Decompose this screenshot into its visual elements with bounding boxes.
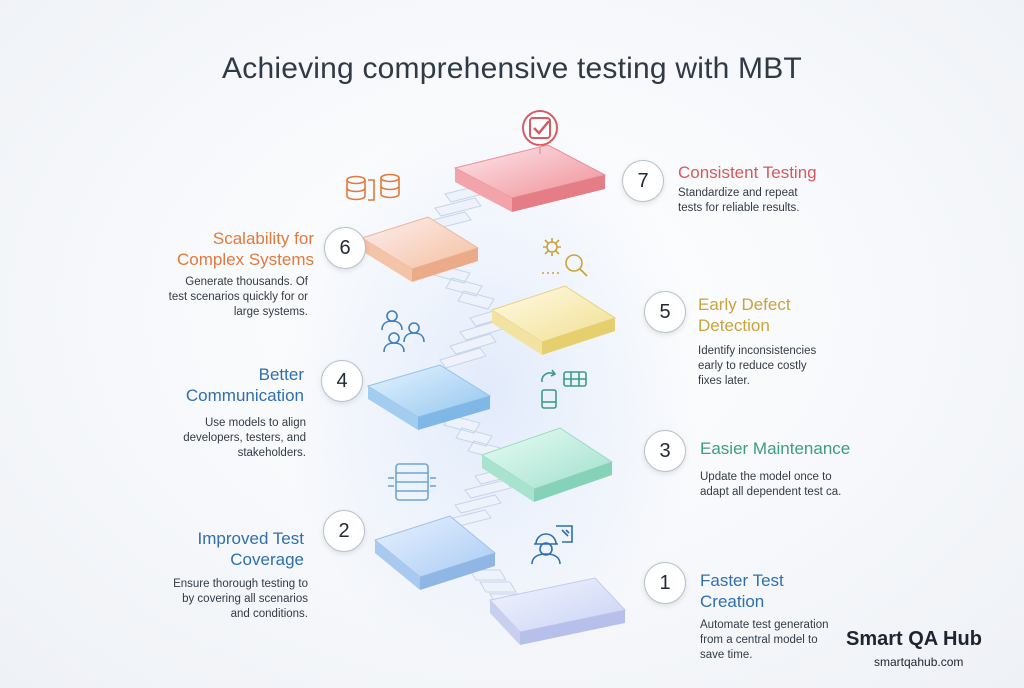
refresh-table-icon	[541, 369, 587, 409]
step-5-heading: Early Defect Detection	[698, 295, 791, 335]
server-list-icon	[388, 463, 436, 501]
engineer-icon	[531, 525, 573, 565]
platform-7	[453, 144, 607, 212]
platform-3	[480, 427, 614, 502]
brand-logo: Smart QA Hub	[846, 628, 982, 650]
platform-5	[490, 285, 617, 355]
step-6-number: 6	[324, 227, 366, 269]
step-2-heading: Improved Test Coverage	[197, 529, 304, 569]
step-1-description: Automate test generation from a central …	[700, 619, 829, 661]
step-6-heading: Scalability for Complex Systems	[177, 229, 314, 269]
platform-2	[373, 515, 497, 590]
database-icon	[346, 173, 400, 201]
step-3-heading: Easier Maintenance	[700, 439, 851, 458]
step-3-number: 3	[644, 430, 686, 472]
bug-search-icon	[542, 238, 588, 277]
step-1-number: 1	[644, 562, 686, 604]
step-7-description: Standardize and repeat tests for reliabl…	[678, 187, 800, 214]
page-title: Achieving comprehensive testing with MBT	[222, 52, 802, 85]
step-4-description: Use models to align developers, testers,…	[183, 417, 306, 459]
platform-4	[366, 364, 492, 430]
step-5-number: 5	[644, 291, 686, 333]
step-3-description: Update the model once to adapt all depen…	[700, 471, 842, 498]
checkbox-icon	[522, 110, 558, 154]
step-2-description: Ensure thorough testing to by covering a…	[173, 578, 308, 620]
step-2-number: 2	[323, 510, 365, 552]
platform-1	[489, 577, 626, 645]
platform-6	[360, 216, 480, 282]
step-4-heading: Better Communication	[185, 365, 304, 405]
brand-url[interactable]: smartqahub.com	[874, 655, 964, 669]
step-6-description: Generate thousands. Of test scenarios qu…	[168, 276, 308, 318]
step-4-number: 4	[321, 360, 363, 402]
step-7-heading: Consistent Testing	[678, 163, 817, 182]
people-icon	[381, 310, 425, 353]
step-7-number: 7	[622, 160, 664, 202]
step-5-description: Identify inconsistencies early to reduce…	[698, 345, 817, 387]
step-1-heading: Faster Test Creation	[700, 571, 784, 611]
